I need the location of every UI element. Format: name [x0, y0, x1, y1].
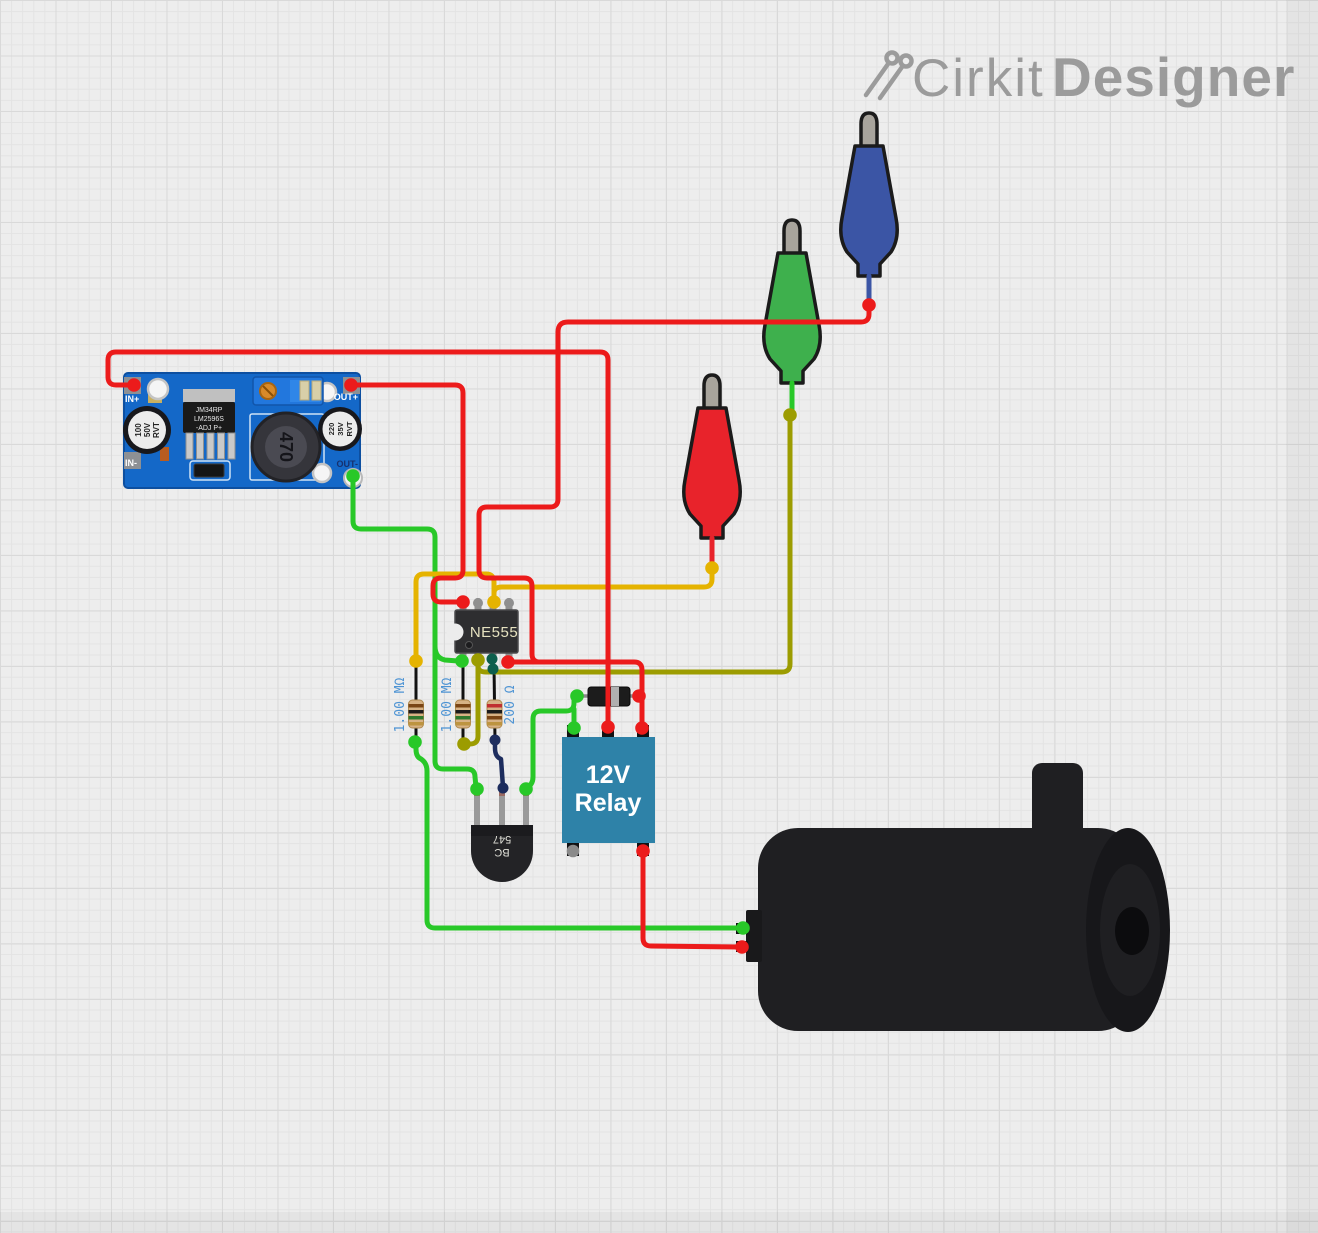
transistor-text-line1: BC: [494, 846, 509, 858]
logo-circuit-icon: [863, 50, 914, 101]
chip-text-line3: -ADJ P+: [196, 425, 222, 432]
pad-in-minus[interactable]: [124, 452, 141, 469]
ne555-label: NE555: [470, 624, 518, 641]
wire-green-to-motor[interactable]: [413, 738, 743, 931]
dc-motor[interactable]: [736, 763, 1170, 1032]
alligator-clip-green[interactable]: [762, 218, 822, 415]
cap-right-text2: 35V: [336, 422, 345, 435]
wire-red-output-to-relay[interactable]: [505, 659, 645, 731]
relay-12v[interactable]: 12V Relay: [562, 725, 655, 856]
logo: Cirkit Designer: [863, 46, 1295, 108]
wire-navy-base[interactable]: [492, 738, 506, 790]
wire-olive-to-green-clip[interactable]: [475, 413, 793, 675]
relay-body[interactable]: [562, 737, 655, 843]
ne555-notch: [446, 623, 464, 641]
resistor-1meg-a[interactable]: 1.00 MΩ: [393, 662, 424, 742]
wire-yellow-to-red-clip[interactable]: [491, 565, 715, 596]
transistor-label: BC 547: [493, 833, 511, 858]
lm2596-chip: JM34RP LM2596S -ADJ P+: [183, 389, 236, 460]
label-in-minus: IN-: [125, 458, 137, 468]
cap-left-text2: 50V: [143, 422, 152, 437]
clip-boot[interactable]: [839, 144, 899, 278]
capacitor-input: 100 50V RVT: [123, 406, 171, 454]
clip-metal-tip: [782, 218, 802, 257]
resistor-1meg-b[interactable]: 1.00 MΩ: [440, 662, 471, 744]
label-in-plus: IN+: [125, 394, 139, 404]
resistor-value-label: 1.00 MΩ: [393, 677, 408, 732]
mounting-hole: [146, 377, 170, 401]
transistor-text-line2: 547: [493, 833, 511, 845]
wire-red-relay-to-motor[interactable]: [640, 848, 742, 950]
cap-left-text1: 100: [134, 423, 143, 437]
smd-component: [160, 447, 169, 461]
cap-right-text3: RVT: [345, 421, 354, 436]
clip-boot[interactable]: [762, 251, 822, 385]
inductor-470: 470: [250, 411, 322, 483]
clip-boot[interactable]: [682, 406, 742, 540]
wire-red-outplus-to-vcc[interactable]: [344, 382, 466, 605]
ne555-pin1-dimple: [465, 641, 473, 649]
chip-text-line1: JM34RP: [196, 407, 223, 414]
transistor-body-top: [471, 825, 533, 836]
resistor-200ohm[interactable]: 200 Ω: [486, 664, 518, 742]
inductor-text: 470: [276, 432, 296, 462]
label-out-minus: OUT-: [337, 459, 359, 469]
chip-text-line2: LM2596S: [194, 416, 224, 423]
resistor-bands: [455, 704, 471, 726]
resistor-bands: [487, 704, 502, 726]
diode-cathode-band: [611, 687, 619, 706]
bc547-transistor[interactable]: BC 547: [471, 786, 533, 882]
mounting-hole: [311, 462, 333, 484]
diode-silkscreen: [189, 460, 231, 481]
motor-outlet-nub: [1032, 763, 1083, 843]
smd-capacitor: [311, 380, 322, 401]
logo-text-brand: Cirkit: [912, 49, 1045, 108]
relay-text-line1: 12V: [586, 761, 631, 789]
ne555-timer[interactable]: NE555: [446, 598, 519, 664]
clip-metal-tip: [702, 373, 722, 412]
motor-body[interactable]: [758, 828, 1138, 1031]
clip-metal-tip: [859, 111, 879, 150]
junction-dots: [127, 298, 876, 954]
cap-right-text1: 220: [327, 423, 336, 436]
label-out-plus: OUT+: [334, 392, 358, 402]
resistor-bands: [408, 704, 424, 726]
relay-text-line2: Relay: [575, 789, 642, 817]
resistor-value-label: 1.00 MΩ: [440, 677, 455, 732]
transistor-body[interactable]: [471, 825, 533, 882]
smd-capacitor: [299, 380, 310, 401]
cap-left-text3: RVT: [152, 422, 161, 438]
resistor-value-label: 200 Ω: [503, 685, 518, 724]
wire-green-pin1-branch[interactable]: [432, 643, 461, 664]
alligator-clip-blue[interactable]: [839, 111, 899, 306]
motor-shaft-hole: [1115, 907, 1149, 955]
buck-converter-module[interactable]: IN+ IN- OUT+ OUT- JM34RP LM2596S -ADJ P+: [123, 372, 363, 489]
alligator-clip-red[interactable]: [682, 373, 742, 569]
capacitor-output: 220 35V RVT: [318, 407, 362, 451]
motor-terminal-block: [746, 910, 762, 962]
smd-diode: [193, 463, 225, 478]
wire-red-blue-clip[interactable]: [476, 300, 872, 665]
wire-red-supply[interactable]: [105, 349, 611, 730]
logo-text-brand-bold: Designer: [1052, 46, 1295, 108]
